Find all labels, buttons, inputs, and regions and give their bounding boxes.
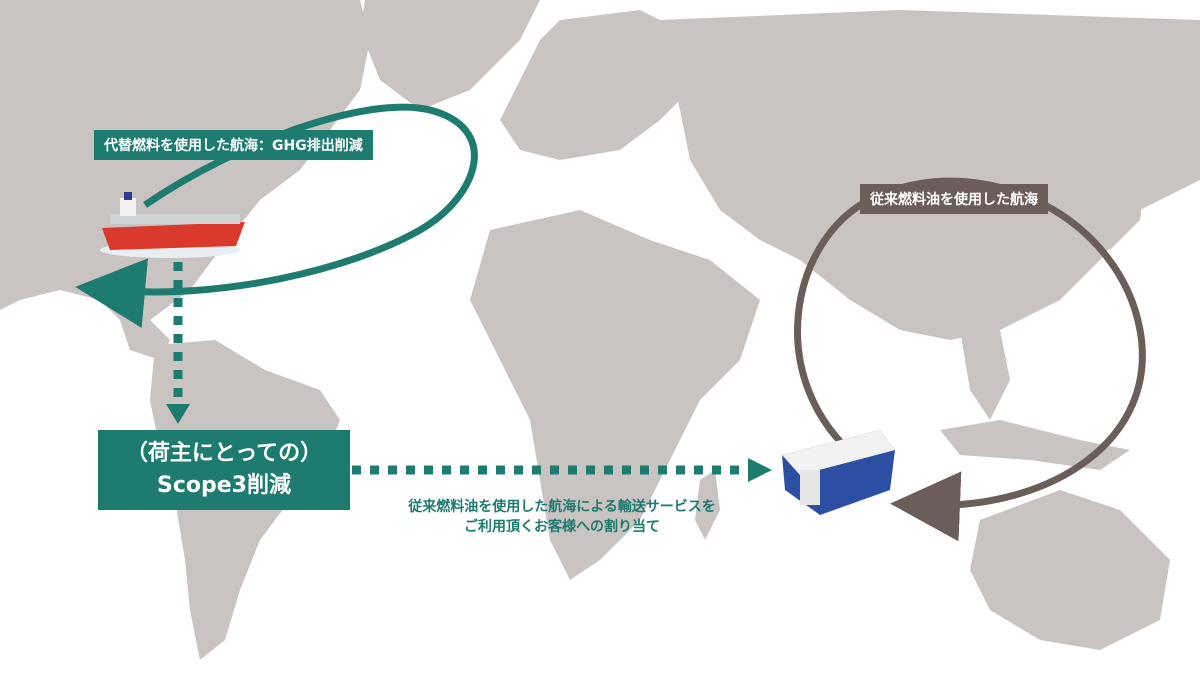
japan [1100, 140, 1150, 250]
asia [660, 10, 1200, 340]
australia [970, 490, 1170, 650]
allocation-line2: ご利用頂くお客様への割り当て [464, 519, 660, 535]
alt-fuel-loop-arrow [75, 103, 478, 329]
africa [470, 210, 760, 580]
indonesia [940, 420, 1130, 470]
allocation-line1: 従来燃料油を使用した航海による輸送サービスを [408, 499, 716, 515]
north-america [0, 0, 370, 320]
down-arrow-head [166, 404, 190, 424]
scope3-line2: Scope3削減 [157, 473, 291, 498]
conventional-voyage-label: 従来燃料油を使用した航海 [860, 184, 1048, 214]
greenland [360, 0, 540, 110]
scope3-line1: （荷主にとっての） [125, 441, 323, 466]
tanker-ship-image [100, 192, 245, 258]
alt-fuel-voyage-label: 代替燃料を使用した航海：GHG排出削減 [94, 130, 373, 160]
allocation-caption: 従来燃料油を使用した航海による輸送サービスを ご利用頂くお客様への割り当て [362, 497, 762, 537]
scope3-reduction-box: （荷主にとっての） Scope3削減 [98, 430, 350, 510]
land-masses [0, 0, 1200, 660]
right-arrow-head [748, 458, 772, 482]
car-carrier-ship-image [782, 430, 895, 515]
madagascar [695, 470, 720, 540]
europe [500, 10, 700, 160]
indochina [960, 330, 1010, 420]
